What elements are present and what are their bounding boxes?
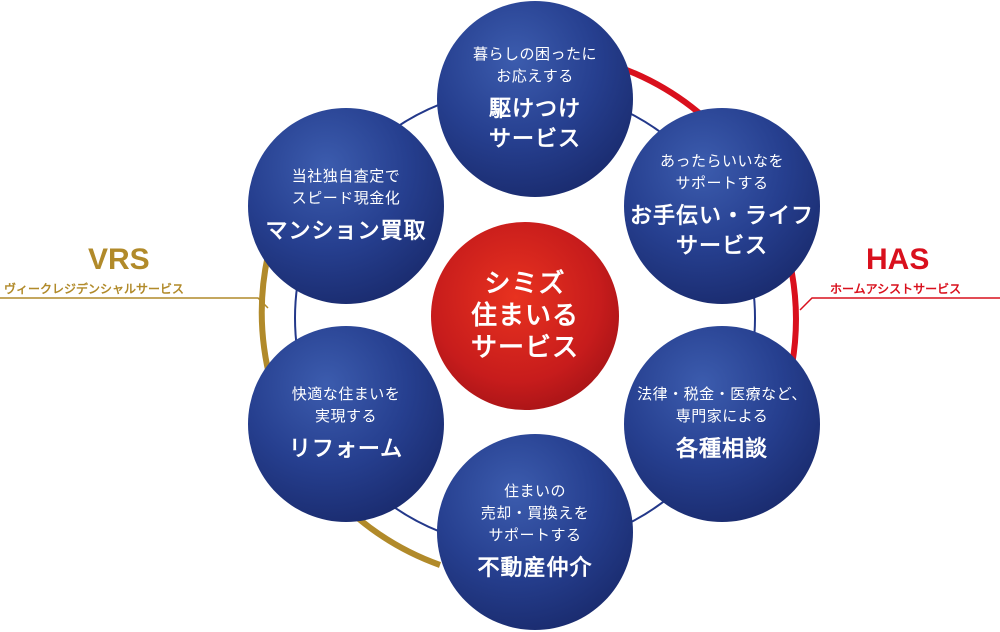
node-description: あったらいいなを サポートする	[659, 152, 784, 192]
node-real-estate: 住まいの 売却・買換えを サポートする 不動産仲介	[437, 434, 633, 630]
node-title: リフォーム	[288, 437, 404, 462]
has-subtitle: ホームアシストサービス	[830, 282, 962, 296]
node-title: 駆けつけ サービス	[488, 97, 581, 152]
vrs-title: VRS	[88, 243, 150, 276]
node-title: 各種相談	[675, 437, 768, 462]
node-life-service: あったらいいなを サポートする お手伝い・ライフ サービス	[624, 108, 820, 304]
node-title: 不動産仲介	[477, 556, 593, 581]
node-title: マンション買取	[265, 219, 427, 244]
node-description: 当社独自査定で スピード現金化	[291, 167, 401, 207]
vrs-subtitle: ヴィークレジデンシャルサービス	[4, 282, 185, 296]
center-circle: シミズ 住まいる サービス	[431, 222, 619, 410]
node-description: 暮らしの困ったに お応えする	[472, 45, 597, 85]
vrs-leader	[0, 297, 269, 309]
node-description: 住まいの 売却・買換えを サポートする	[480, 482, 590, 544]
node-emergency-service: 暮らしの困ったに お応えする 駆けつけ サービス	[437, 1, 633, 197]
has-title: HAS	[866, 243, 930, 276]
node-title: お手伝い・ライフ サービス	[629, 204, 814, 259]
node-consultation: 法律・税金・医療など、 専門家による 各種相談	[624, 326, 820, 522]
has-leader	[799, 297, 1000, 311]
node-reform: 快適な住まいを 実現する リフォーム	[248, 326, 444, 522]
node-description: 法律・税金・医療など、 専門家による	[637, 385, 807, 425]
node-condo-purchase: 当社独自査定で スピード現金化 マンション買取	[248, 108, 444, 304]
node-description: 快適な住まいを 実現する	[291, 385, 401, 425]
